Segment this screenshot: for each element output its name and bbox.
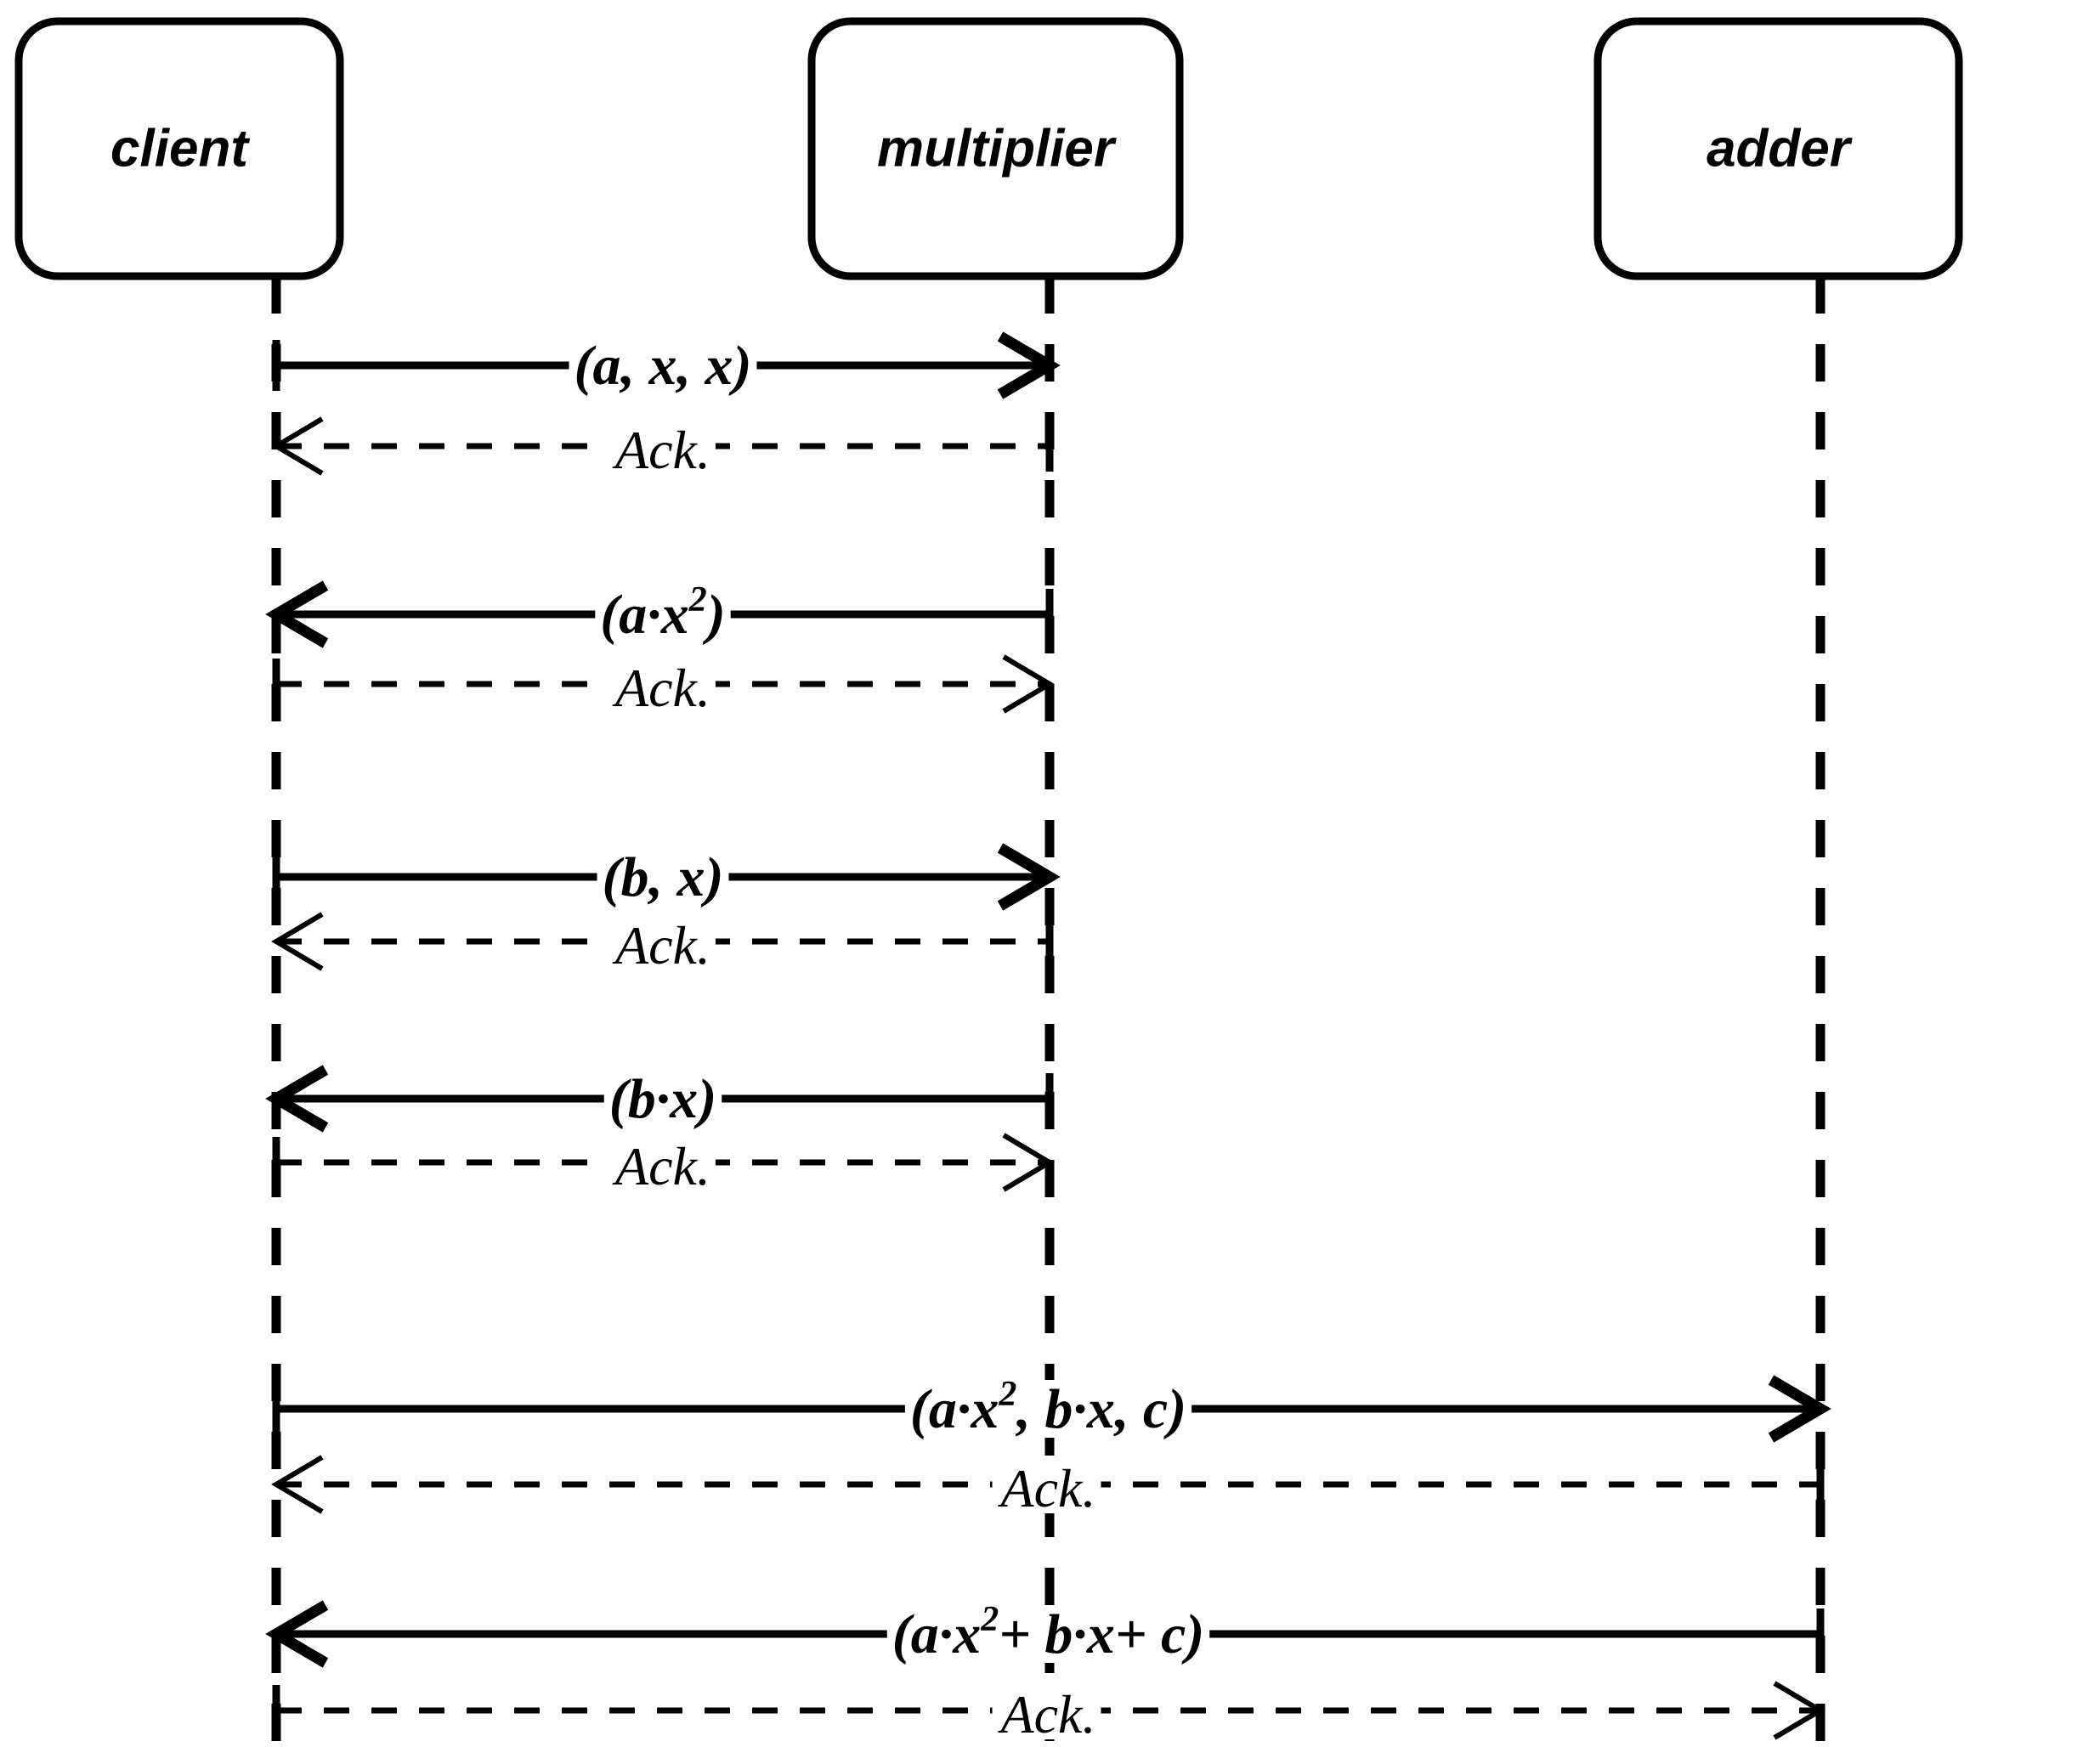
- arrowhead-1: [997, 331, 1061, 399]
- message-label-backdrop-9: [904, 1380, 1192, 1438]
- message-label-11: (a·x2+ b·x+ c): [892, 1600, 1204, 1665]
- message-6[interactable]: Ack.: [271, 912, 1054, 975]
- arrowhead-10: [271, 1455, 324, 1514]
- arrowhead-9: [1768, 1375, 1831, 1443]
- participant-rect-adder[interactable]: [1593, 17, 1963, 280]
- message-label-backdrop-12: [992, 1682, 1101, 1739]
- participant-label-multiplier: multiplier: [877, 119, 1117, 178]
- message-label-8: Ack.: [612, 1136, 710, 1196]
- message-label-backdrop-8: [607, 1134, 716, 1191]
- message-label-backdrop-4: [607, 655, 716, 713]
- message-label-backdrop-7: [603, 1070, 722, 1128]
- message-label-backdrop-3: [595, 585, 731, 643]
- participant-box-client[interactable]: client: [14, 17, 344, 280]
- arrowhead-3: [265, 580, 329, 648]
- messages-layer: (a, x, x)Ack.(a·x2)Ack.(b, x)Ack.(b·x)Ac…: [265, 331, 1831, 1744]
- message-7[interactable]: (b·x): [265, 1065, 1054, 1133]
- message-11[interactable]: (a·x2+ b·x+ c): [265, 1600, 1825, 1668]
- participant-label-adder: adder: [1707, 119, 1853, 178]
- arrowhead-5: [997, 843, 1061, 911]
- participant-box-adder[interactable]: adder: [1593, 17, 1963, 280]
- message-label-backdrop-1: [569, 336, 757, 394]
- participant-boxes-layer: client multiplier adder: [14, 17, 1963, 280]
- arrowhead-6: [271, 912, 324, 971]
- arrowhead-8: [1002, 1133, 1055, 1192]
- arrowhead-7: [265, 1065, 329, 1133]
- message-label-1: (a, x, x): [575, 335, 752, 397]
- arrowhead-11: [265, 1600, 329, 1668]
- message-label-5: (b, x): [603, 846, 724, 908]
- message-9[interactable]: (a·x2, b·x, c): [272, 1375, 1831, 1443]
- message-label-7: (b·x): [609, 1068, 716, 1130]
- message-8[interactable]: Ack.: [272, 1133, 1055, 1196]
- message-12[interactable]: Ack.: [272, 1681, 1825, 1744]
- message-label-backdrop-11: [886, 1605, 1210, 1663]
- arrowhead-12: [1773, 1681, 1825, 1740]
- message-label-9: (a·x2, b·x, c): [910, 1375, 1186, 1440]
- message-label-backdrop-5: [597, 848, 729, 906]
- message-label-6: Ack.: [612, 915, 710, 975]
- message-1[interactable]: (a, x, x): [272, 331, 1061, 399]
- message-label-4: Ack.: [612, 658, 710, 718]
- message-label-backdrop-10: [992, 1456, 1101, 1513]
- message-2[interactable]: Ack.: [271, 416, 1054, 480]
- message-3[interactable]: (a·x2): [265, 580, 1054, 648]
- message-5[interactable]: (b, x): [272, 843, 1061, 911]
- message-label-backdrop-6: [607, 913, 716, 970]
- message-label-12: Ack.: [998, 1684, 1096, 1744]
- message-label-2: Ack.: [612, 420, 710, 480]
- message-label-10: Ack.: [998, 1458, 1096, 1518]
- participant-rect-multiplier[interactable]: [807, 17, 1184, 280]
- arrowhead-2: [271, 416, 324, 476]
- message-label-backdrop-2: [607, 417, 716, 475]
- message-10[interactable]: Ack.: [271, 1455, 1825, 1518]
- arrowhead-4: [1002, 654, 1055, 714]
- participant-box-multiplier[interactable]: multiplier: [807, 17, 1184, 280]
- lifelines-layer: [271, 276, 1825, 1747]
- message-4[interactable]: Ack.: [272, 654, 1055, 718]
- participant-rect-client[interactable]: [14, 17, 344, 280]
- participant-label-client: client: [110, 119, 250, 178]
- message-label-3: (a·x2): [600, 580, 725, 646]
